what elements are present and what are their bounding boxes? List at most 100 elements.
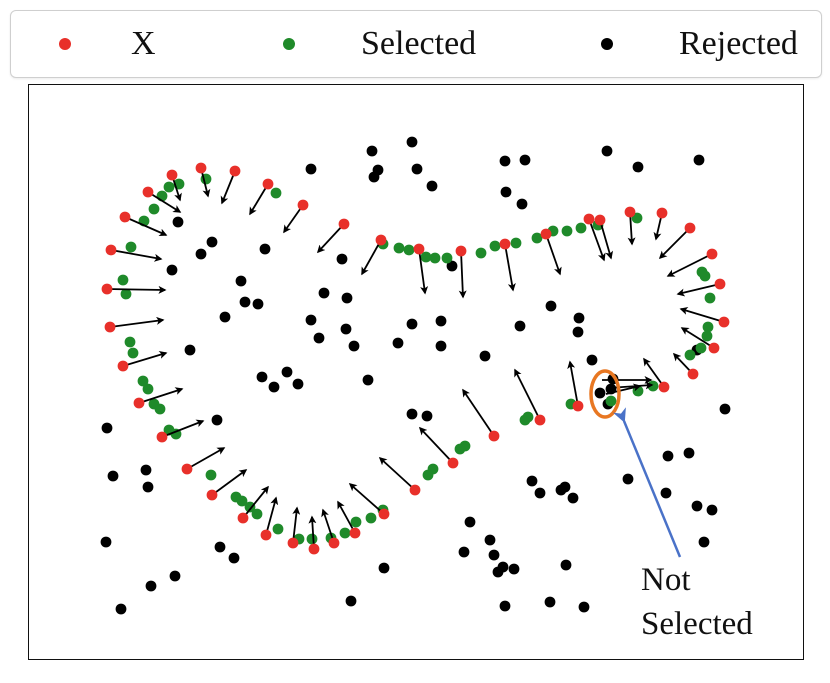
- rejected-point: [214, 541, 226, 553]
- rejected-point: [184, 344, 196, 356]
- rejected-point: [508, 563, 520, 575]
- rejected-point: [435, 340, 447, 352]
- x-point: [105, 244, 117, 256]
- rejected-point: [706, 504, 718, 516]
- x-point: [499, 238, 511, 250]
- displacement-arrow: [418, 248, 429, 295]
- rejected-point: [421, 410, 433, 422]
- x-point: [133, 397, 145, 409]
- selected-point: [163, 181, 175, 193]
- x-point: [656, 207, 668, 219]
- rejected-point: [719, 403, 731, 415]
- x-point: [166, 169, 178, 181]
- rejected-point: [526, 475, 538, 487]
- x-point: [104, 321, 116, 333]
- x-point: [708, 342, 720, 354]
- rejected-point: [406, 408, 418, 420]
- rejected-point: [488, 549, 500, 561]
- rejected-point: [594, 387, 606, 399]
- legend: X Selected Rejected: [10, 10, 822, 78]
- selected-point: [575, 222, 587, 234]
- rejected-point: [516, 198, 528, 210]
- x-point: [572, 400, 584, 412]
- displacement-arrow: [161, 419, 205, 438]
- rejected-point: [484, 534, 496, 546]
- x-point: [624, 206, 636, 218]
- selected-point: [489, 240, 501, 252]
- x-point: [488, 430, 500, 442]
- x-point: [718, 316, 730, 328]
- x-point: [447, 457, 459, 469]
- rejected-point: [660, 487, 672, 499]
- rejected-point: [573, 312, 585, 324]
- x-point: [714, 278, 726, 290]
- selected-point: [561, 225, 573, 237]
- displacement-arrow: [514, 368, 541, 421]
- rejected-point: [228, 552, 240, 564]
- x-point: [287, 537, 299, 549]
- selected-point: [244, 501, 256, 513]
- displacement-arrow: [680, 327, 715, 349]
- selected-point: [306, 533, 318, 545]
- rejected-point: [586, 354, 598, 366]
- rejected-point: [622, 473, 634, 485]
- annotation-line-1: Not: [641, 562, 691, 598]
- displacement-arrow: [418, 426, 454, 464]
- x-point: [378, 508, 390, 520]
- rejected-point: [544, 596, 556, 608]
- selected-point: [393, 242, 405, 254]
- selected-point: [148, 203, 160, 215]
- displacement-arrow: [316, 223, 345, 254]
- selected-point: [236, 495, 248, 507]
- rejected-point: [519, 154, 531, 166]
- displacement-arrow: [337, 500, 356, 534]
- x-point: [375, 234, 387, 246]
- x-point: [195, 162, 207, 174]
- rejected-point: [691, 500, 703, 512]
- selected-point: [350, 516, 362, 528]
- selected-point: [422, 469, 434, 481]
- rejected-point: [683, 447, 695, 459]
- x-point: [142, 186, 154, 198]
- x-point: [409, 484, 421, 496]
- rejected-point: [632, 161, 644, 173]
- not-selected-ring: [589, 369, 621, 419]
- displacement-arrow: [249, 183, 269, 216]
- selected-point: [127, 347, 139, 359]
- displacement-arrow: [348, 483, 385, 515]
- rejected-point: [572, 326, 584, 338]
- rejected-point: [499, 155, 511, 167]
- rejected-point: [348, 340, 360, 352]
- rejected-point: [497, 561, 509, 573]
- x-point: [260, 529, 272, 541]
- rejected-point: [378, 562, 390, 574]
- x-point: [262, 178, 274, 190]
- displacement-arrow: [110, 249, 163, 262]
- displacement-arrow: [283, 204, 304, 234]
- rejected-point: [318, 287, 330, 299]
- rejected-point: [101, 422, 113, 434]
- selected-point: [531, 232, 543, 244]
- displacement-arrow: [122, 351, 168, 367]
- displacement-arrow: [321, 508, 335, 544]
- rejected-point: [115, 603, 127, 615]
- rejected-point: [345, 595, 357, 607]
- selected-point: [702, 321, 714, 333]
- displacement-arrow: [186, 447, 226, 470]
- legend-label-rejected: Rejected: [679, 25, 798, 62]
- rejected-point: [411, 163, 423, 175]
- rejected-point: [392, 337, 404, 349]
- selected-point: [125, 241, 137, 253]
- selected-point: [270, 187, 282, 199]
- displacement-arrow: [147, 191, 182, 213]
- rejected-point: [166, 264, 178, 276]
- rejected-point: [256, 371, 268, 383]
- x-point: [684, 222, 696, 234]
- selected-point: [684, 349, 696, 361]
- selected-point: [704, 292, 716, 304]
- rejected-point: [559, 481, 571, 493]
- legend-item-rejected: Rejected: [601, 11, 798, 77]
- selected-point: [475, 247, 487, 259]
- rejected-point: [239, 296, 251, 308]
